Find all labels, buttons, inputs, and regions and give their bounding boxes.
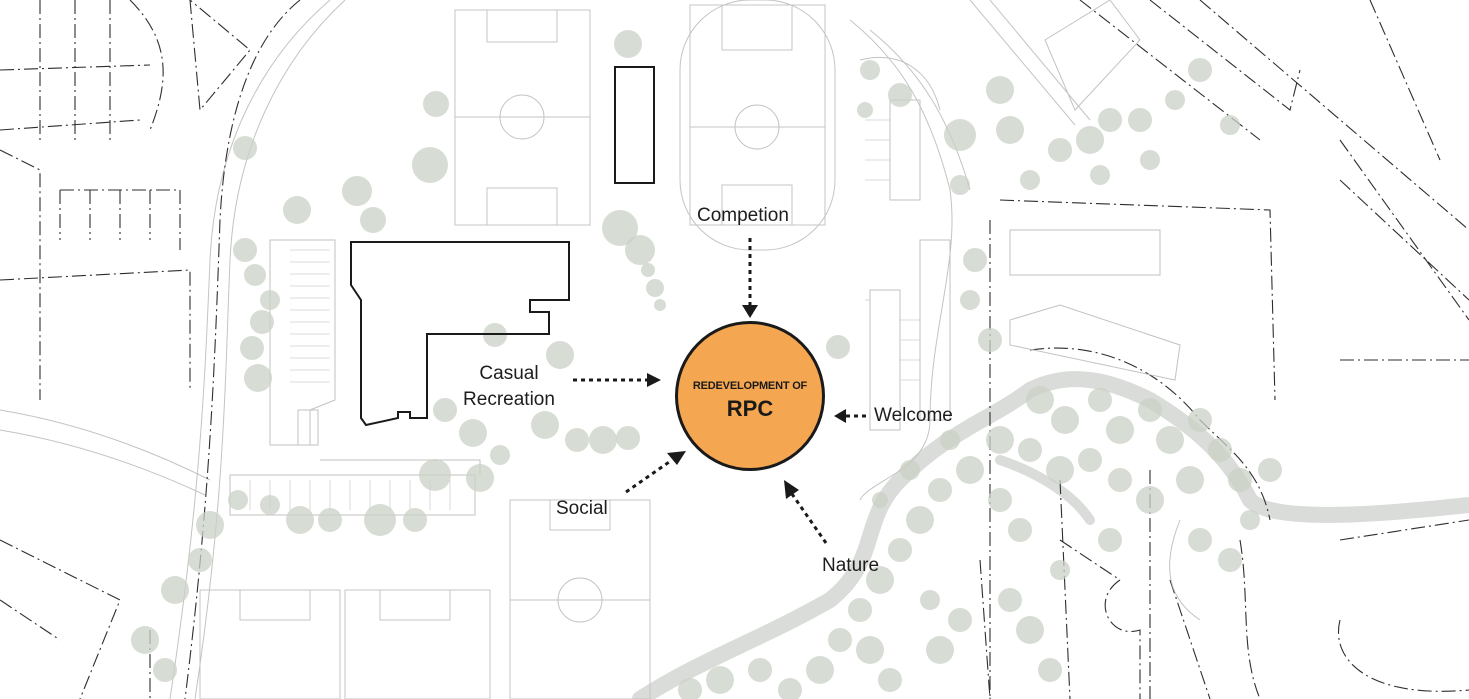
arrows bbox=[573, 238, 866, 544]
hub-subtitle: REDEVELOPMENT OF bbox=[692, 380, 808, 392]
label-social: Social bbox=[556, 498, 608, 519]
buildings bbox=[350, 66, 655, 427]
label-casual-line2: Recreation bbox=[463, 389, 555, 410]
label-casual-recreation: Casual Recreation bbox=[456, 361, 562, 413]
trees bbox=[131, 30, 1282, 699]
roads bbox=[0, 0, 971, 699]
rpc-redevelopment-hub: REDEVELOPMENT OF RPC bbox=[675, 321, 825, 471]
label-casual-line1: Casual bbox=[479, 363, 539, 384]
hub-title: RPC bbox=[726, 396, 774, 421]
nature-trail bbox=[632, 371, 1469, 699]
parking-lots bbox=[249, 119, 920, 510]
sports-fields bbox=[199, 0, 1091, 699]
label-competition: Competion bbox=[697, 205, 789, 226]
arrowheads bbox=[647, 305, 846, 499]
label-welcome: Welcome bbox=[874, 405, 953, 426]
label-nature: Nature bbox=[822, 555, 880, 576]
